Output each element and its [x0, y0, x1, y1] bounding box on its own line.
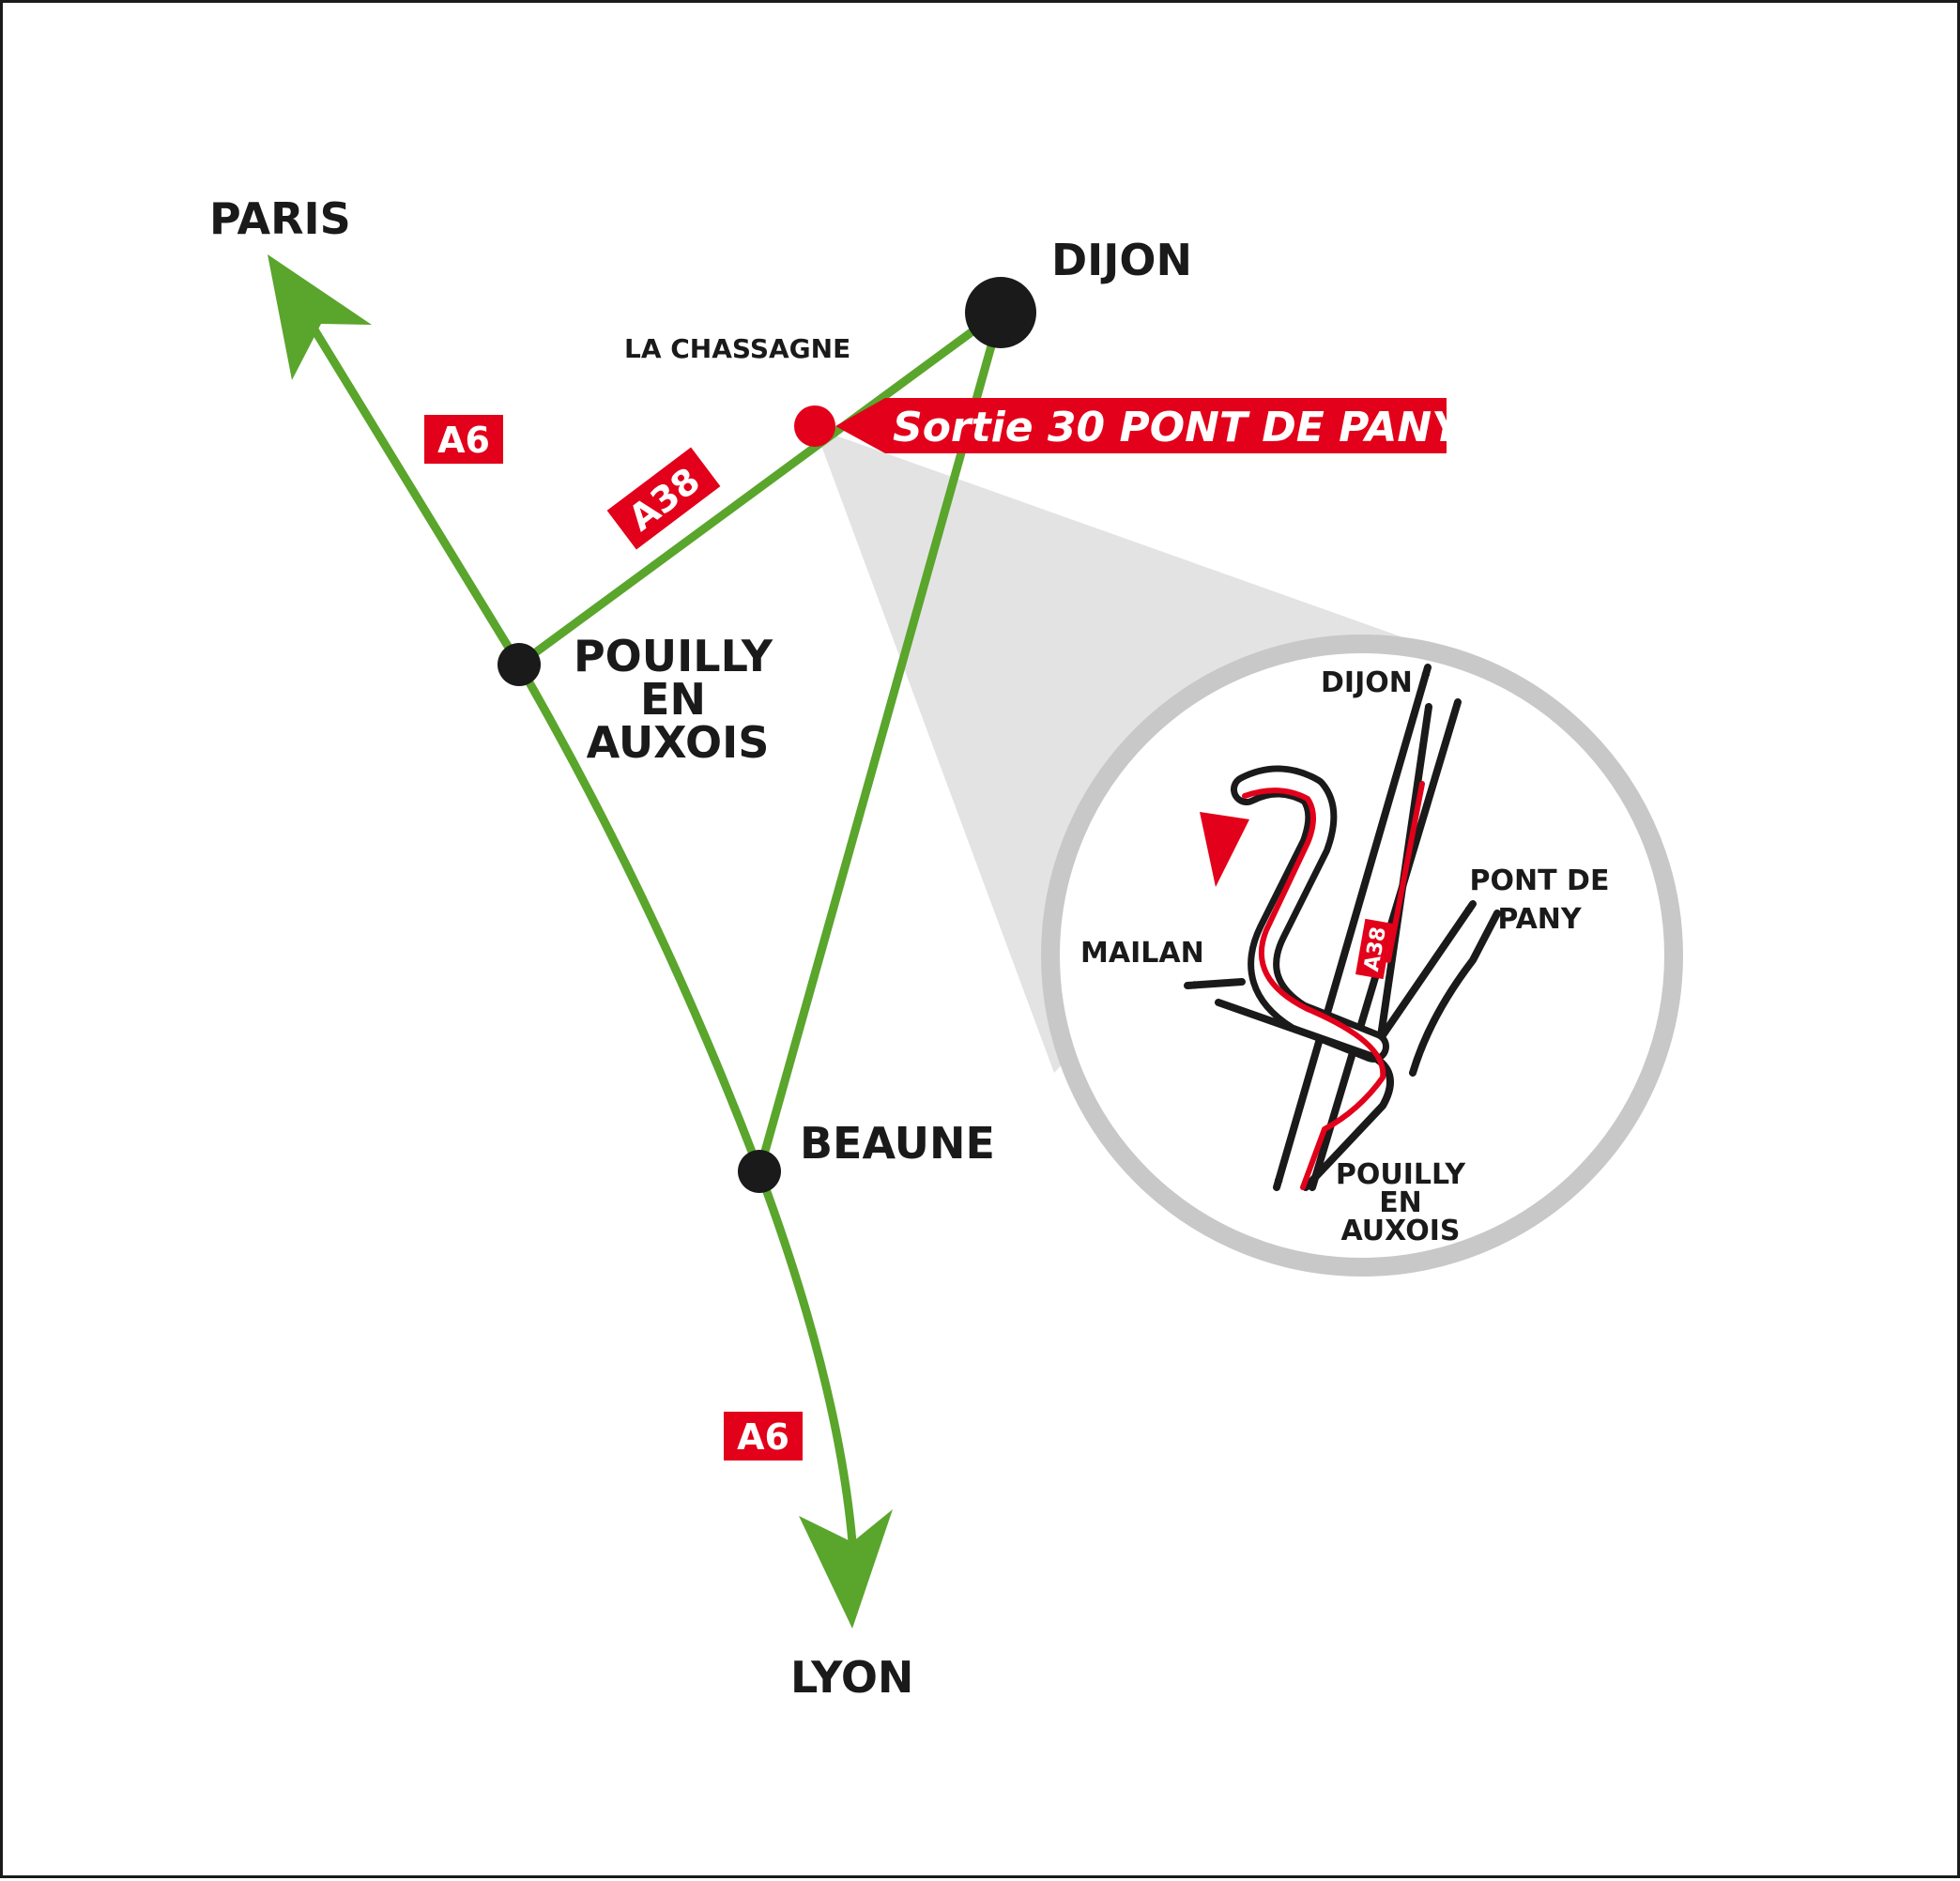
lyon-arrowhead [799, 1509, 893, 1629]
a6-road [309, 324, 857, 1543]
inset-label-pouilly-line3: AUXOIS [1341, 1215, 1461, 1247]
city-label-paris: PARIS [209, 193, 351, 244]
inset-label-pouilly-line2: EN [1379, 1186, 1422, 1219]
inset-label-pont-line1: PONT DE [1470, 864, 1610, 897]
inset-label-mailan: MAILAN [1080, 937, 1204, 970]
inset-label-pont-line2: PANY [1497, 903, 1583, 936]
exit-node [794, 405, 835, 447]
city-label-dijon: DIJON [1051, 235, 1192, 285]
a38-badge: A38 [606, 447, 721, 550]
svg-text:A6: A6 [737, 1416, 789, 1458]
paris-arrowhead [268, 254, 372, 380]
city-label-la-chassagne: LA CHASSAGNE [624, 333, 850, 364]
beaune-node [738, 1150, 781, 1193]
city-label-pouilly-line1: POUILLY [574, 631, 773, 681]
map-canvas: Sortie 30 PONT DE PANY A6 A38 A6 PARIS D… [209, 193, 1683, 1703]
city-label-pouilly-line3: AUXOIS [587, 717, 770, 768]
svg-text:A6: A6 [437, 420, 490, 461]
pouilly-node [498, 643, 541, 686]
city-label-pouilly-line2: EN [640, 674, 706, 725]
exit-label: Sortie 30 PONT DE PANY [893, 404, 1465, 451]
dijon-beaune-road [755, 311, 1005, 1173]
city-label-lyon: LYON [790, 1652, 913, 1703]
a38-road [516, 307, 1003, 668]
exit-banner [835, 398, 1447, 453]
a6-badge-south: A6 [724, 1412, 803, 1460]
dijon-node [965, 277, 1036, 348]
inset-label-pouilly-line1: POUILLY [1336, 1158, 1467, 1191]
inset-label-dijon: DIJON [1321, 666, 1413, 699]
a6-badge-north: A6 [424, 415, 503, 464]
city-label-beaune: BEAUNE [800, 1118, 995, 1169]
